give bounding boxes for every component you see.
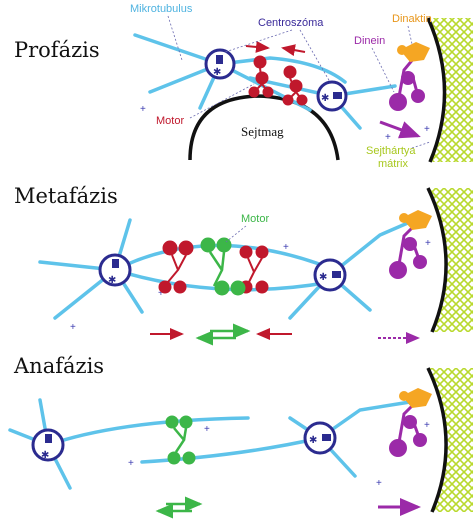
svg-text:✱: ✱ — [309, 435, 317, 446]
plus-end-marker: + — [424, 124, 430, 135]
centrosome-anaphase-left: ✱ — [31, 428, 65, 462]
nucleus-label: Sejtmag — [241, 124, 284, 139]
cell-membrane-metaphase — [426, 187, 473, 333]
label-membrane-line1: Sejthártya — [366, 145, 416, 157]
plus-end-marker: + — [204, 424, 210, 435]
label-dynein: Dinein — [354, 35, 385, 47]
svg-text:✱: ✱ — [213, 67, 221, 78]
svg-text:✱: ✱ — [108, 275, 116, 286]
cell-membrane-prophase — [426, 17, 473, 163]
dynactin-prophase — [397, 42, 430, 62]
label-centrosome: Centroszóma — [258, 17, 324, 29]
label-dynactin: Dinaktin — [392, 13, 432, 25]
phase-title-metaphase: Metafázis — [14, 184, 118, 208]
dynein-anaphase — [389, 402, 427, 457]
dynein-prophase — [389, 57, 425, 111]
dynein-arrow-prophase — [379, 120, 421, 139]
plus-end-marker: + — [376, 478, 382, 489]
prophase-panel: Sejtmag + + + ✱ ✱ — [130, 3, 432, 170]
plus-end-marker: + — [158, 288, 164, 299]
cell-membrane-anaphase — [426, 367, 473, 513]
centrosome-metaphase-right: ✱ — [313, 258, 347, 292]
dynactin-anaphase — [399, 388, 432, 408]
label-motor-metaphase: Motor — [241, 213, 269, 225]
motor-arrow-prophase-2 — [281, 44, 306, 57]
centrosome-metaphase-left: ✱ — [98, 253, 132, 287]
svg-text:✱: ✱ — [41, 450, 49, 461]
plus-end-marker: + — [70, 322, 76, 333]
motor-green-anaphase — [165, 415, 196, 465]
label-microtubule: Mikrotubulus — [130, 3, 193, 15]
dynein-metaphase — [389, 224, 427, 279]
phase-title-anaphase: Anafázis — [13, 354, 104, 378]
nucleus-arc — [188, 94, 340, 161]
metaphase-panel: + + + + ✱ ✱ Motor — [38, 210, 432, 346]
plus-end-marker: + — [385, 132, 391, 143]
svg-text:✱: ✱ — [319, 272, 327, 283]
svg-text:✱: ✱ — [321, 93, 329, 104]
label-motor-prophase: Motor — [156, 115, 184, 127]
centrosome-prophase-left: ✱ — [204, 48, 236, 80]
plus-end-marker: + — [424, 420, 430, 431]
plus-end-marker: + — [128, 458, 134, 469]
anaphase-panel: + + + + ✱ ✱ — [8, 388, 432, 519]
phase-title-prophase: Profázis — [14, 38, 100, 62]
dynactin-metaphase — [399, 210, 432, 230]
label-membrane-line2: mátrix — [378, 158, 408, 170]
plus-end-marker: + — [425, 238, 431, 249]
motor-prophase — [248, 55, 308, 106]
motor-green-metaphase — [200, 237, 246, 296]
centrosome-anaphase-right: ✱ — [303, 421, 337, 455]
motor-arrow-prophase-1 — [245, 40, 270, 53]
centrosome-prophase-right: ✱ — [316, 80, 348, 112]
plus-end-marker: + — [283, 242, 289, 253]
plus-end-marker: + — [140, 104, 146, 115]
